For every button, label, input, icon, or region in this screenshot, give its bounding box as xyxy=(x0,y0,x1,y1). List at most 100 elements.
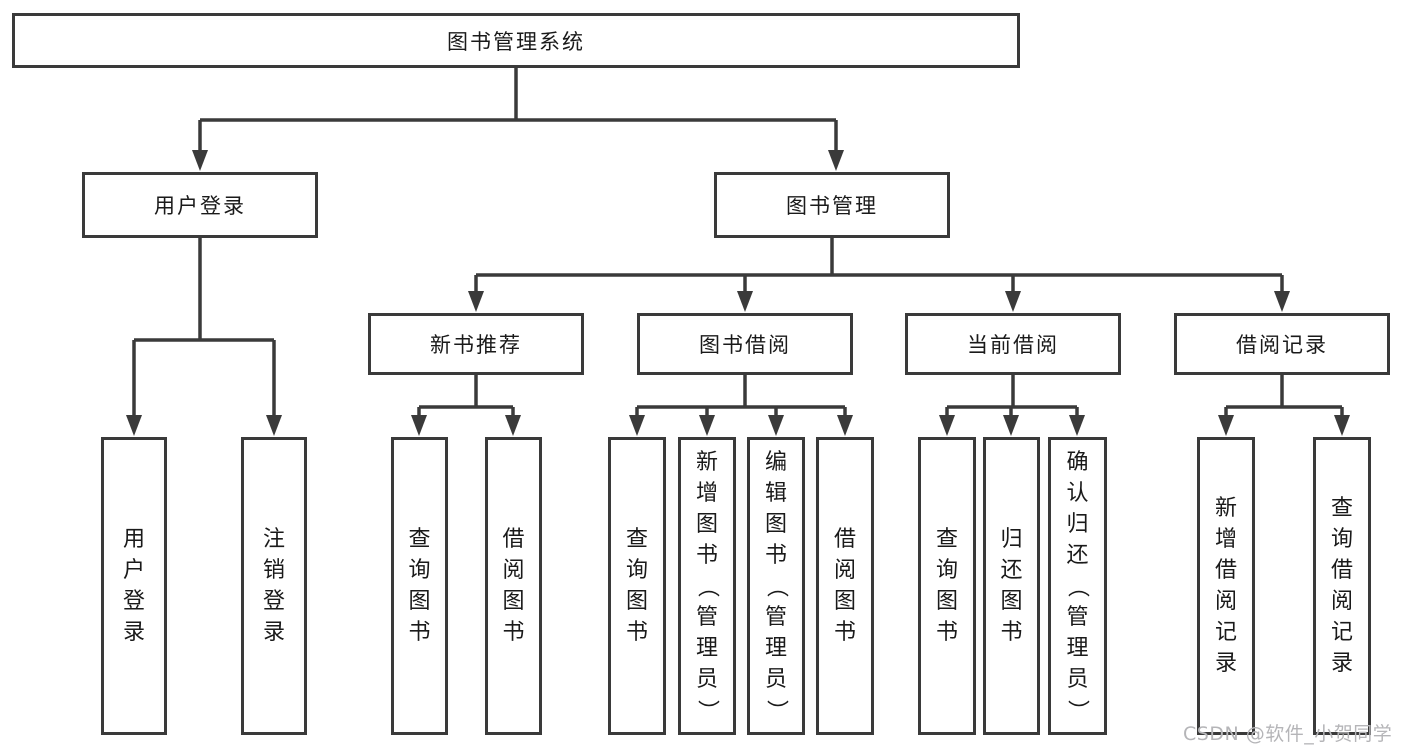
vertical-char: 录 xyxy=(1330,651,1353,676)
arrowhead-down-icon xyxy=(1274,291,1290,312)
vertical-char: 增 xyxy=(695,480,718,506)
vertical-char: 录 xyxy=(122,620,145,645)
node-label: 归还图书 xyxy=(1000,524,1022,648)
vertical-char: 书 xyxy=(625,620,648,645)
arrowhead-down-icon xyxy=(505,415,521,436)
node-label: 新书推荐 xyxy=(430,333,522,357)
vertical-paren-char: ） xyxy=(1064,698,1090,722)
arrowhead-down-icon xyxy=(699,415,715,436)
vertical-char: 询 xyxy=(625,558,648,583)
vertical-paren-char: （ xyxy=(763,574,789,598)
node-book-borrow: 图书借阅 xyxy=(637,313,853,375)
node-current-borrow: 当前借阅 xyxy=(905,313,1121,375)
vertical-char: 借 xyxy=(1330,558,1353,583)
vertical-char: 销 xyxy=(262,558,285,583)
node-label: 查询图书 xyxy=(408,524,430,648)
vertical-char: 图 xyxy=(833,589,856,614)
node-label: 用户登录 xyxy=(123,524,145,648)
vertical-char: 理 xyxy=(695,635,718,661)
node-leaf-user-login: 用户登录 xyxy=(101,437,167,735)
vertical-char: 询 xyxy=(935,558,958,583)
node-leaf-query-books-1: 查询图书 xyxy=(391,437,448,735)
vertical-paren-char: ） xyxy=(763,698,789,722)
vertical-char: 书 xyxy=(764,542,787,568)
node-label: 借阅图书 xyxy=(502,524,524,648)
vertical-char: 新 xyxy=(695,449,718,475)
vertical-char: 书 xyxy=(935,620,958,645)
arrowhead-down-icon xyxy=(1218,415,1234,436)
arrowhead-down-icon xyxy=(629,415,645,436)
arrowhead-down-icon xyxy=(126,415,142,436)
node-label: 查询图书 xyxy=(936,524,958,648)
vertical-paren-char: ） xyxy=(694,698,720,722)
arrowhead-down-icon xyxy=(468,291,484,312)
arrowhead-down-icon xyxy=(411,415,427,436)
vertical-char: 用 xyxy=(122,527,145,552)
node-label: 查询借阅记录 xyxy=(1331,493,1353,679)
vertical-char: 阅 xyxy=(1214,589,1237,614)
node-label: 用户登录 xyxy=(154,194,246,218)
vertical-char: 归 xyxy=(1000,527,1023,552)
vertical-char: 编 xyxy=(764,449,787,475)
vertical-char: 借 xyxy=(833,527,856,552)
node-leaf-add-book-admin: 新增图书 （ 管理员 ） xyxy=(678,437,736,735)
node-label: 注销登录 xyxy=(263,524,285,648)
vertical-char: 借 xyxy=(502,527,525,552)
vertical-char: 书 xyxy=(408,620,431,645)
node-leaf-logout: 注销登录 xyxy=(241,437,307,735)
vertical-char: 查 xyxy=(935,527,958,552)
vertical-char: 书 xyxy=(1000,620,1023,645)
vertical-paren-char: （ xyxy=(694,574,720,598)
vertical-char: 归 xyxy=(1066,511,1089,537)
vertical-char: 还 xyxy=(1066,542,1089,568)
vertical-char: 还 xyxy=(1000,558,1023,583)
vertical-char: 询 xyxy=(408,558,431,583)
vertical-char: 查 xyxy=(625,527,648,552)
vertical-char: 阅 xyxy=(502,558,525,583)
vertical-char: 图 xyxy=(1000,589,1023,614)
vertical-char: 借 xyxy=(1214,558,1237,583)
vertical-char: 书 xyxy=(833,620,856,645)
node-leaf-query-books-2: 查询图书 xyxy=(608,437,666,735)
vertical-char: 理 xyxy=(764,635,787,661)
vertical-char: 书 xyxy=(695,542,718,568)
vertical-char: 确 xyxy=(1066,449,1089,475)
vertical-char: 图 xyxy=(408,589,431,614)
vertical-char: 注 xyxy=(262,527,285,552)
node-label: 图书管理 xyxy=(786,194,878,218)
node-label: 图书管理系统 xyxy=(447,29,585,54)
vertical-char: 询 xyxy=(1330,527,1353,552)
arrowhead-down-icon xyxy=(266,415,282,436)
vertical-char: 记 xyxy=(1330,620,1353,645)
node-label: 编辑图书（管理员） xyxy=(763,447,788,726)
arrowhead-down-icon xyxy=(1069,415,1085,436)
node-label: 当前借阅 xyxy=(967,333,1059,357)
vertical-char: 书 xyxy=(502,620,525,645)
arrowhead-down-icon xyxy=(837,415,853,436)
node-leaf-borrow-books-1: 借阅图书 xyxy=(485,437,542,735)
vertical-char: 员 xyxy=(695,666,718,692)
vertical-char: 图 xyxy=(695,511,718,537)
arrowhead-down-icon xyxy=(737,291,753,312)
vertical-char: 阅 xyxy=(1330,589,1353,614)
vertical-char: 认 xyxy=(1066,480,1089,506)
node-leaf-query-books-3: 查询图书 xyxy=(918,437,976,735)
vertical-char: 辑 xyxy=(764,480,787,506)
node-label: 查询图书 xyxy=(626,524,648,648)
vertical-char: 管 xyxy=(1066,604,1089,630)
vertical-char: 录 xyxy=(262,620,285,645)
vertical-char: 图 xyxy=(764,511,787,537)
node-label: 借阅图书 xyxy=(834,524,856,648)
vertical-char: 阅 xyxy=(833,558,856,583)
vertical-char: 查 xyxy=(408,527,431,552)
node-book-mgmt: 图书管理 xyxy=(714,172,950,238)
vertical-paren-char: （ xyxy=(1064,574,1090,598)
vertical-char: 户 xyxy=(122,558,145,583)
arrowhead-down-icon xyxy=(1005,291,1021,312)
node-root: 图书管理系统 xyxy=(12,13,1020,68)
node-leaf-borrow-books-2: 借阅图书 xyxy=(816,437,874,735)
node-user-login: 用户登录 xyxy=(82,172,318,238)
vertical-char: 图 xyxy=(935,589,958,614)
node-borrow-records: 借阅记录 xyxy=(1174,313,1390,375)
vertical-char: 管 xyxy=(695,604,718,630)
